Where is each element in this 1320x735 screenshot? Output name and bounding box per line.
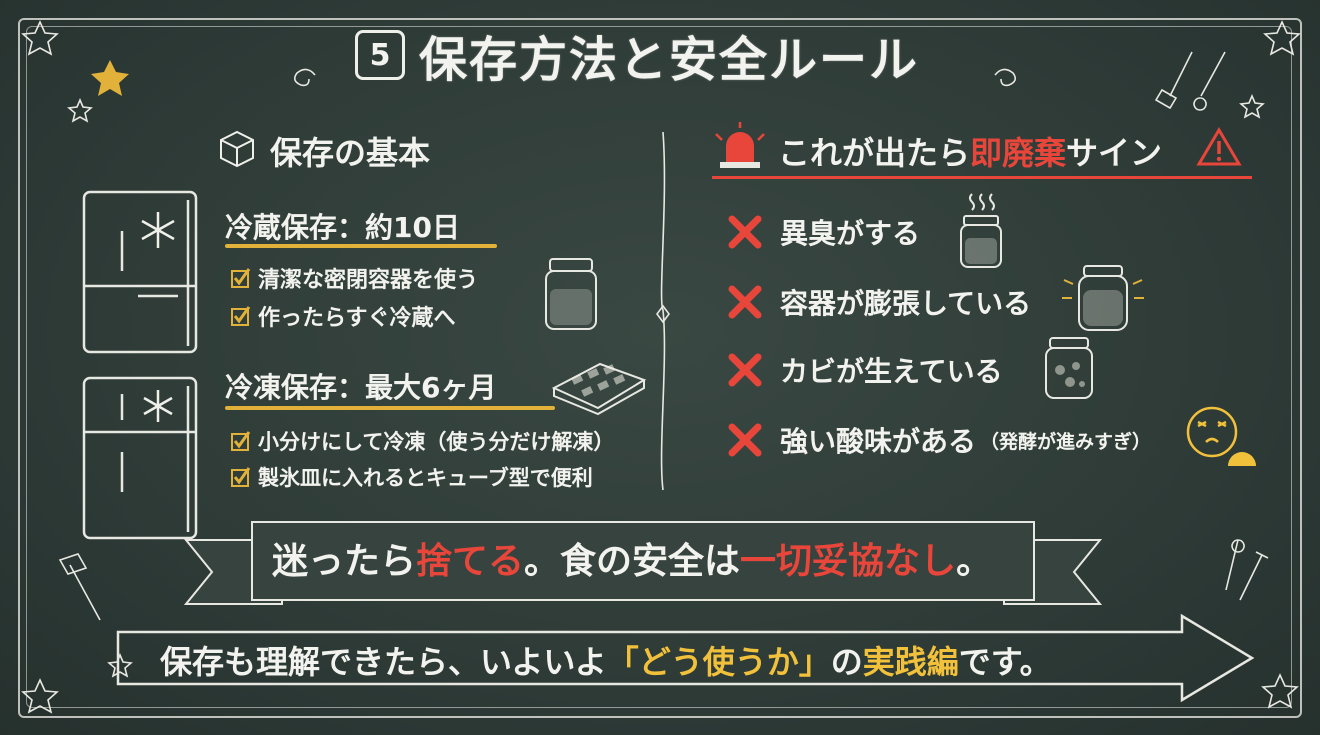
title-text: 保存方法と安全ルール bbox=[419, 32, 920, 88]
warning-icon bbox=[1196, 127, 1242, 166]
sign-item: 異臭がする bbox=[726, 212, 920, 252]
fridge-item: 清潔な密閉容器を使う bbox=[230, 262, 478, 294]
arrow-shape bbox=[116, 613, 1255, 703]
sign-text: 異臭がする bbox=[780, 217, 921, 250]
ribbon-banner bbox=[183, 521, 1103, 605]
checkbox-icon bbox=[231, 467, 251, 487]
freezer-item: 製氷皿に入れるとキューブ型で便利 bbox=[230, 462, 593, 492]
smelly-jar-icon bbox=[960, 193, 1002, 268]
x-mark-icon bbox=[728, 285, 762, 319]
fridge-item: 作ったらすぐ冷蔵へ bbox=[230, 300, 456, 332]
spatula-icon bbox=[58, 553, 101, 621]
star-icon bbox=[21, 20, 59, 56]
star-icon bbox=[67, 97, 93, 123]
sign-text: カビが生えている bbox=[780, 355, 1003, 388]
snowflake-icon bbox=[143, 390, 173, 422]
checkbox-icon bbox=[231, 431, 251, 451]
footer-highlight: 実践編 bbox=[862, 643, 959, 681]
sign-note: （発酵が進みすぎ） bbox=[980, 430, 1152, 453]
banner-part: 迷ったら bbox=[272, 541, 417, 582]
ice-cube-icon bbox=[220, 130, 254, 168]
spiral-icon bbox=[994, 68, 1017, 87]
star-icon bbox=[21, 678, 59, 714]
x-mark-icon bbox=[728, 423, 762, 457]
freezer-icon bbox=[82, 376, 198, 540]
spoon-icon bbox=[1225, 539, 1245, 591]
footer-highlight: 「どう使うか」 bbox=[606, 643, 831, 681]
footer-part: の bbox=[830, 643, 863, 681]
star-icon bbox=[1239, 93, 1265, 119]
heading-post: サイン bbox=[1066, 134, 1163, 172]
sign-item: 強い酸味がある（発酵が進みすぎ） bbox=[726, 420, 1151, 460]
sign-item: 容器が膨張している bbox=[726, 282, 1031, 322]
fridge-title: 冷蔵保存：約10日 bbox=[225, 211, 460, 244]
checkbox-icon bbox=[231, 306, 251, 326]
section-number: 5 bbox=[355, 30, 405, 80]
discard-signs-heading: これが出たら即廃棄サイン bbox=[778, 128, 1162, 174]
bulging-jar-icon bbox=[1062, 265, 1144, 331]
fridge-icon bbox=[82, 190, 198, 354]
ice-tray-icon bbox=[551, 362, 647, 416]
banner-text: 迷ったら捨てる。食の安全は一切妥協なし。 bbox=[272, 532, 992, 584]
x-mark-icon bbox=[728, 215, 762, 249]
snowflake-icon bbox=[141, 212, 175, 248]
star-icon bbox=[1263, 20, 1301, 56]
heading-underline bbox=[712, 176, 1252, 179]
freezer-title: 冷凍保存：最大6ヶ月 bbox=[225, 371, 497, 404]
page-title: 5 保存方法と安全ルール bbox=[355, 24, 919, 88]
freezer-item-text: 小分けにして冷凍（使う分だけ解凍） bbox=[258, 430, 615, 454]
outer-frame bbox=[18, 18, 1302, 718]
spatula-icon bbox=[1154, 51, 1193, 110]
banner-part: 。食の安全は bbox=[524, 541, 741, 582]
spiral-icon bbox=[293, 68, 316, 87]
freezer-underline bbox=[225, 406, 555, 410]
x-mark-icon bbox=[728, 353, 762, 387]
heading-pre: これが出たら bbox=[778, 134, 971, 172]
star-icon bbox=[1261, 673, 1299, 709]
gold-star-icon bbox=[91, 60, 129, 96]
sour-face-lemon-icon bbox=[1186, 406, 1256, 466]
banner-highlight: 捨てる bbox=[416, 541, 525, 582]
footer-text: 保存も理解できたら、いよいよ「どう使うか」の実践編です。 bbox=[160, 637, 1052, 683]
moldy-jar-icon bbox=[1045, 337, 1093, 399]
sign-item: カビが生えている bbox=[726, 350, 1003, 390]
alarm-siren-icon bbox=[715, 122, 765, 168]
divider-line bbox=[660, 131, 666, 491]
jar-icon bbox=[545, 258, 597, 330]
fridge-item-text: 作ったらすぐ冷蔵へ bbox=[258, 306, 456, 331]
freezer-item: 小分けにして冷凍（使う分だけ解凍） bbox=[230, 426, 614, 456]
checkbox-icon bbox=[231, 268, 251, 288]
storage-basics-heading: 保存の基本 bbox=[270, 134, 431, 172]
divider-ornament bbox=[656, 304, 670, 324]
fridge-item-text: 清潔な密閉容器を使う bbox=[258, 268, 479, 293]
inner-frame bbox=[26, 26, 1292, 708]
sign-text: 容器が膨張している bbox=[780, 287, 1032, 320]
spoon-icon bbox=[1193, 51, 1226, 111]
fridge-underline bbox=[225, 244, 497, 248]
heading-highlight: 即廃棄 bbox=[970, 134, 1067, 172]
star-icon bbox=[107, 652, 133, 678]
sign-text: 強い酸味がある bbox=[780, 425, 977, 458]
footer-part: です。 bbox=[958, 643, 1052, 681]
footer-part: 保存も理解できたら、いよいよ bbox=[160, 643, 607, 681]
freezer-item-text: 製氷皿に入れるとキューブ型で便利 bbox=[258, 466, 593, 490]
banner-highlight: 一切妥協なし bbox=[740, 541, 957, 582]
banner-part: 。 bbox=[956, 541, 993, 582]
fork-icon bbox=[1239, 551, 1269, 601]
